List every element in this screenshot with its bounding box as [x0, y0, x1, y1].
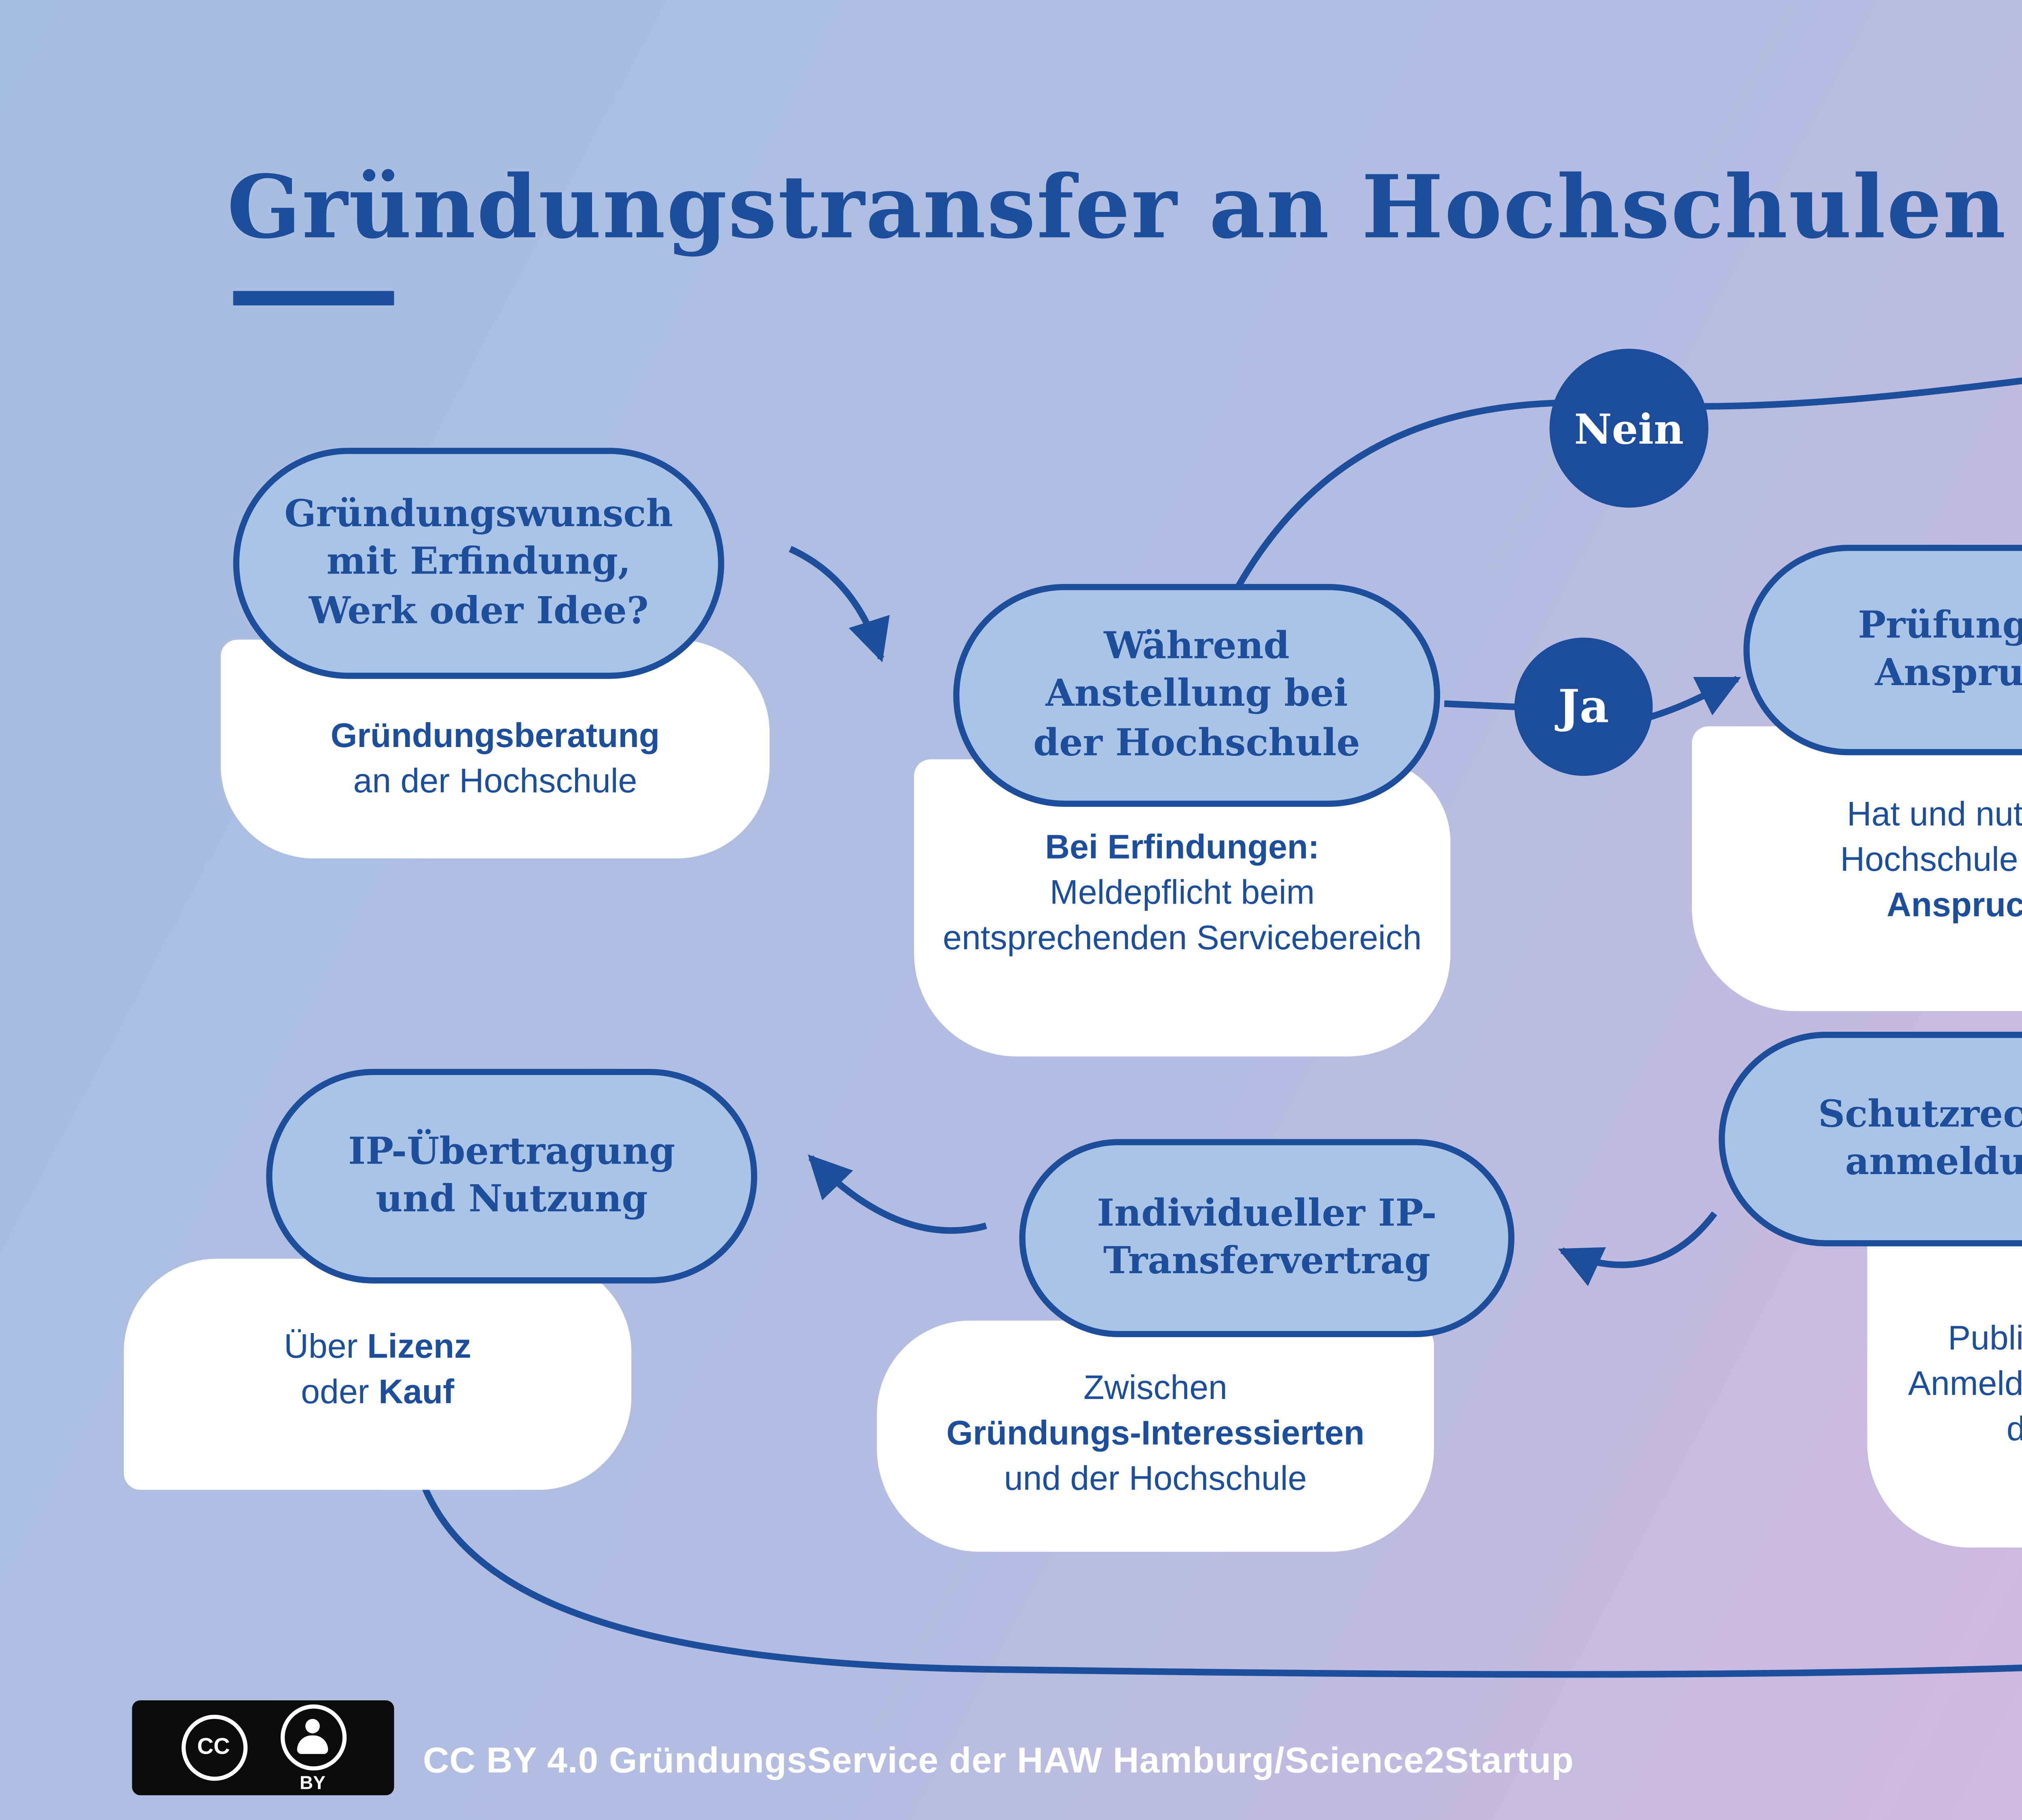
decision-ja-mid: Ja [1514, 637, 1653, 776]
node-contract: Individueller IP-Transfervertrag [1019, 1139, 1514, 1337]
node-ipuse-label: IP-Übertragung und Nutzung [348, 1130, 675, 1222]
page-title: Gründungstransfer an Hochschulen [227, 157, 2007, 258]
arrow-start-to-employment [789, 546, 890, 662]
node-employment: Während Anstellung bei der Hochschule [953, 584, 1440, 807]
cc-icon-label: CC [197, 1735, 230, 1761]
note-ipuse-bold2: Kauf [379, 1374, 455, 1412]
by-icon-label: BY [299, 1771, 326, 1792]
person-icon [279, 1703, 346, 1769]
node-start: Gründungswunsch mit Erfindung, Werk oder… [233, 448, 724, 679]
decision-nein-top-label: Nein [1574, 403, 1684, 453]
note-employment-bold: Bei Erfindungen: [1045, 830, 1320, 867]
arrow-ja-to-claimcheck [1646, 676, 1741, 722]
arrow-contract-to-ipuse [808, 1154, 987, 1234]
cc-icon: CC [180, 1714, 247, 1781]
note-claimcheck-bold: Anspruch [1887, 887, 2022, 925]
note-start-bold: Gründungsberatung [330, 718, 660, 756]
node-claimcheck: Prüfung des Anspruchs [1743, 544, 2022, 756]
node-ipfiling-label: Schutzrechts-anmeldung [1818, 1093, 2022, 1185]
note-employment: Bei Erfindungen: Meldepflicht beim entspr… [914, 759, 1451, 1057]
note-ipuse: Über Lizenz oder Kauf [124, 1259, 632, 1490]
by-icon-group: BY [279, 1703, 346, 1792]
note-ipfiling: Abwägung:Publikation vs. Schutzrechts-An… [1867, 1209, 2022, 1548]
note-ipfiling-bold: Abwägung: [1892, 1271, 2022, 1317]
node-ipuse: IP-Übertragung und Nutzung [266, 1069, 757, 1284]
note-claimcheck-pre: Hat und nutzt die Hochschule einen [1840, 796, 2022, 880]
license-text: CC BY 4.0 GründungsService der HAW Hambu… [423, 1740, 1574, 1781]
note-ipuse-pre2: oder [301, 1374, 379, 1412]
decision-ja-mid-label: Ja [1558, 680, 1609, 734]
note-contract-line1: Zwischen [1083, 1370, 1227, 1407]
note-start: Gründungsberatung an der Hochschule [220, 639, 770, 859]
note-ipuse-pre1: Über [284, 1329, 368, 1366]
node-ipfiling: Schutzrechts-anmeldung [1718, 1032, 2022, 1246]
note-ipfiling-text: Publikation vs. Schutzrechts-Anmeldung z… [1908, 1321, 2022, 1449]
title-underline [233, 291, 394, 306]
node-employment-label: Während Anstellung bei der Hochschule [1033, 626, 1360, 765]
note-ipuse-bold1: Lizenz [367, 1329, 472, 1366]
note-start-text: an der Hochschule [353, 764, 637, 801]
cc-by-badge: CC BY [132, 1700, 394, 1795]
node-claimcheck-label: Prüfung des Anspruchs [1858, 604, 2022, 696]
note-contract-bold: Gründungs-Interessierten [946, 1416, 1365, 1453]
note-contract-line2: und der Hochschule [1004, 1461, 1307, 1499]
note-employment-text: Meldepflicht beim entsprechenden Service… [943, 875, 1422, 958]
arrow-ipfiling-to-contract [1558, 1211, 1717, 1287]
node-contract-label: Individueller IP-Transfervertrag [1097, 1192, 1437, 1284]
node-start-label: Gründungswunsch mit Erfindung, Werk oder… [284, 494, 673, 633]
note-claimcheck: Hat und nutzt die Hochschule einen Anspr… [1692, 726, 2022, 1011]
decision-nein-top: Nein [1549, 349, 1709, 508]
